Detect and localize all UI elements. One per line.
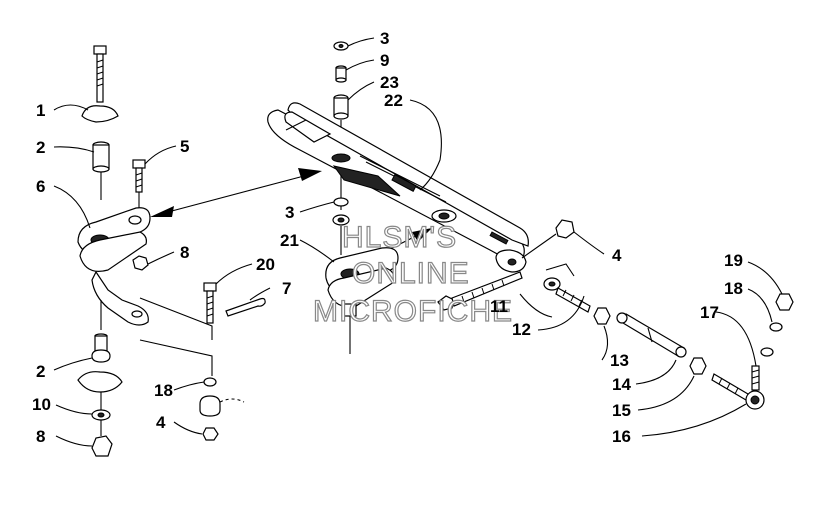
callout-labels: 1 2 2 3 3 4 4 5 6 7 8 8 9 10 11 12 13 14… xyxy=(32,29,743,446)
callout-12: 12 xyxy=(512,320,531,339)
bushing-part-2-lower xyxy=(91,333,111,363)
watermark: HLSM'S ONLINE MICROFICHE xyxy=(312,220,513,328)
watermark-line-1: HLSM'S xyxy=(342,221,457,254)
lower-cap-washer-part xyxy=(77,371,123,393)
callout-1: 1 xyxy=(36,101,45,120)
callout-10: 10 xyxy=(32,395,51,414)
callout-2-lower: 2 xyxy=(36,362,45,381)
callout-23: 23 xyxy=(380,73,399,92)
callout-8-upper: 8 xyxy=(180,243,189,262)
washer-part-17 xyxy=(760,347,774,357)
double-arrow xyxy=(150,168,322,217)
callout-17: 17 xyxy=(700,303,719,322)
callout-18-right: 18 xyxy=(724,279,743,298)
watermark-line-2: ONLINE xyxy=(352,257,470,290)
pitman-arm-part-6 xyxy=(77,207,151,326)
bolt-part-1 xyxy=(93,45,107,103)
nut-part-8-lower xyxy=(91,435,113,457)
callout-13: 13 xyxy=(610,351,629,370)
callout-14: 14 xyxy=(612,375,631,394)
callout-11: 11 xyxy=(490,297,508,316)
callout-21: 21 xyxy=(280,231,299,250)
washer-part-18-left xyxy=(203,377,217,387)
callout-8-lower: 8 xyxy=(36,427,45,446)
leader-lines xyxy=(53,37,783,447)
steering-arm-part-22 xyxy=(267,102,529,273)
callout-4-left: 4 xyxy=(156,413,166,432)
nut-part-4-left xyxy=(202,427,219,441)
callout-9: 9 xyxy=(380,51,389,70)
callout-3-lower: 3 xyxy=(285,203,294,222)
rod-end-part-12 xyxy=(543,277,591,313)
callout-22: 22 xyxy=(384,91,403,110)
bushing-part-23 xyxy=(333,94,349,120)
nut-part-8-upper xyxy=(132,255,149,271)
callout-7: 7 xyxy=(282,279,291,298)
stud-part-17 xyxy=(751,365,760,391)
bushing-part-2-upper xyxy=(92,141,110,173)
callout-15: 15 xyxy=(612,401,631,420)
watermark-line-3: MICROFICHE xyxy=(313,295,513,328)
bolt-part-20 xyxy=(203,282,217,324)
spacer-part-9 xyxy=(335,65,347,83)
castle-nut-part-4-left xyxy=(199,395,245,417)
callout-18-left: 18 xyxy=(154,381,173,400)
callout-20: 20 xyxy=(256,255,275,274)
callout-16: 16 xyxy=(612,427,631,446)
callout-4-right: 4 xyxy=(612,246,622,265)
bolt-part-11 xyxy=(437,271,523,311)
cotter-pin-part-7 xyxy=(225,297,266,317)
nut-part-4-right xyxy=(555,219,575,239)
adjuster-sleeve-part-14 xyxy=(616,312,687,358)
callout-2-upper: 2 xyxy=(36,138,45,157)
washer-part-3-mid xyxy=(333,197,349,207)
cap-washer-part xyxy=(81,105,119,123)
callout-19: 19 xyxy=(724,251,743,270)
callout-6: 6 xyxy=(36,177,45,196)
bolt-part-5 xyxy=(132,159,146,193)
callout-3-top: 3 xyxy=(380,29,389,48)
washer-part-18-right xyxy=(769,322,783,332)
jam-nut-part-15 xyxy=(689,357,707,375)
nut-part-19 xyxy=(775,293,794,311)
callout-5: 5 xyxy=(180,137,189,156)
tie-rod-end-part-16 xyxy=(711,373,765,410)
jam-nut-part-13 xyxy=(593,307,611,325)
